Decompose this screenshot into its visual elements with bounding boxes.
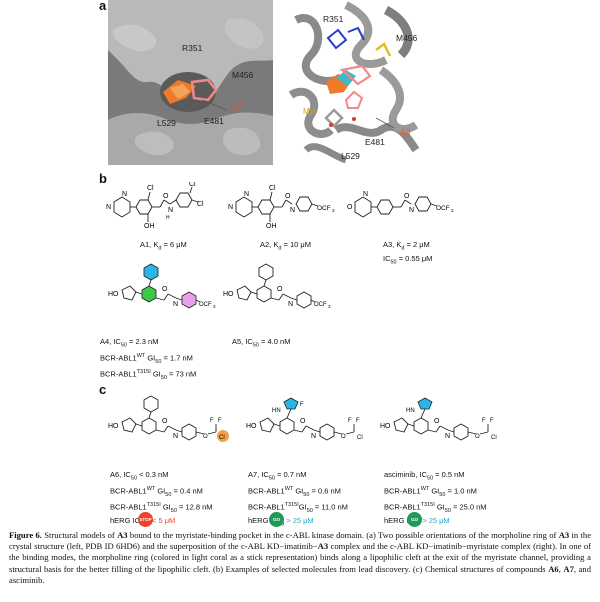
- panel-b-letter: b: [99, 171, 107, 186]
- label-r351-left: R351: [182, 43, 203, 53]
- svg-text:N: N: [409, 207, 414, 214]
- caption-a6: A6, IC50 < 0.3 nM BCR-ABL1WT GI50 = 0.4 …: [110, 470, 213, 527]
- caption-a2: A2, Kd = 10 μM: [260, 240, 311, 252]
- label-a3-left: A3: [232, 102, 243, 112]
- svg-text:HO: HO: [108, 423, 119, 430]
- label-myr-right: Myr: [303, 107, 317, 116]
- svg-text:O: O: [341, 434, 346, 440]
- svg-text:HO: HO: [246, 423, 257, 430]
- svg-text:Cl: Cl: [269, 185, 276, 192]
- label-e481-left: E481: [204, 116, 224, 126]
- svg-text:O: O: [404, 193, 410, 200]
- svg-text:HO: HO: [108, 291, 119, 298]
- svg-text:Cl: Cl: [197, 201, 204, 208]
- go-stamp-icon: GO: [269, 512, 284, 527]
- label-m456-right: M456: [396, 33, 418, 43]
- svg-text:F: F: [356, 418, 360, 424]
- label-m456-left: M456: [232, 70, 254, 80]
- svg-text:N: N: [173, 433, 178, 440]
- panel-c-letter: c: [99, 382, 107, 397]
- svg-text:F: F: [490, 418, 494, 424]
- svg-text:Cl: Cl: [147, 185, 154, 192]
- svg-text:N: N: [288, 301, 293, 308]
- svg-text:O: O: [162, 286, 168, 293]
- surface-structure-image: [108, 0, 273, 165]
- svg-text:Cl: Cl: [357, 435, 363, 441]
- svg-text:H: H: [166, 215, 170, 221]
- svg-text:HN: HN: [406, 408, 415, 414]
- svg-text:N: N: [363, 191, 368, 198]
- svg-text:N: N: [228, 204, 233, 211]
- caption-a4: A4, IC50 = 2.3 nM BCR-ABL1WT GI50 = 1.7 …: [100, 337, 197, 381]
- svg-text:O: O: [163, 193, 169, 200]
- svg-text:HN: HN: [272, 408, 281, 414]
- svg-text:OCF: OCF: [436, 205, 450, 212]
- svg-text:F: F: [482, 418, 486, 424]
- svg-text:OCF: OCF: [314, 302, 327, 308]
- svg-text:O: O: [347, 204, 353, 211]
- svg-text:HO: HO: [223, 291, 234, 298]
- svg-text:O: O: [162, 418, 168, 425]
- label-l529-right: L529: [341, 151, 360, 161]
- svg-text:OCF: OCF: [317, 205, 331, 212]
- svg-text:N: N: [168, 207, 173, 214]
- caption-asciminib: asciminib, IC50 = 0.5 nM BCR-ABL1WT GI50…: [384, 470, 487, 527]
- svg-text:F: F: [218, 418, 222, 424]
- svg-text:OH: OH: [266, 223, 277, 230]
- svg-text:N: N: [173, 301, 178, 308]
- caption-a5: A5, IC50 = 4.0 nM: [232, 337, 291, 349]
- stop-stamp-icon: STOP: [138, 512, 153, 527]
- label-e481-right: E481: [365, 137, 385, 147]
- svg-text:N: N: [106, 204, 111, 211]
- svg-text:OH: OH: [144, 223, 155, 230]
- svg-text:OCF: OCF: [199, 302, 212, 308]
- svg-text:O: O: [203, 434, 208, 440]
- svg-text:O: O: [285, 193, 291, 200]
- figure-caption: Figure 6. Structural models of A3 bound …: [9, 530, 592, 585]
- svg-text:N: N: [290, 207, 295, 214]
- svg-text:3: 3: [213, 304, 216, 309]
- svg-text:O: O: [434, 418, 440, 425]
- label-a3-right: A3: [400, 127, 411, 137]
- svg-text:O: O: [277, 286, 283, 293]
- caption-a7: A7, IC50 = 0.7 nM BCR-ABL1WT GI50 = 0.6 …: [248, 470, 348, 527]
- svg-text:Cl: Cl: [189, 182, 196, 188]
- svg-text:N: N: [122, 191, 127, 198]
- svg-text:O: O: [475, 434, 480, 440]
- svg-text:F: F: [348, 418, 352, 424]
- svg-text:3: 3: [328, 304, 331, 309]
- svg-text:O: O: [300, 418, 306, 425]
- caption-a3: A3, Kd = 2 μM IC50 = 0.55 μM: [383, 240, 433, 265]
- ribbon-structure-image: [286, 0, 426, 168]
- label-r351-right: R351: [323, 14, 344, 24]
- caption-a1: A1, Kd = 6 μM: [140, 240, 187, 252]
- go-stamp-icon-2: GO: [407, 512, 422, 527]
- svg-text:N: N: [244, 191, 249, 198]
- svg-text:F: F: [300, 402, 304, 408]
- svg-text:Cl: Cl: [219, 435, 225, 441]
- svg-text:3: 3: [332, 208, 335, 213]
- svg-text:Cl: Cl: [491, 435, 497, 441]
- label-l529-left: L529: [157, 118, 176, 128]
- svg-text:F: F: [210, 418, 214, 424]
- svg-text:N: N: [311, 433, 316, 440]
- panel-a-letter: a: [99, 0, 107, 13]
- svg-text:3: 3: [451, 208, 454, 213]
- svg-text:N: N: [445, 433, 450, 440]
- svg-text:HO: HO: [380, 423, 391, 430]
